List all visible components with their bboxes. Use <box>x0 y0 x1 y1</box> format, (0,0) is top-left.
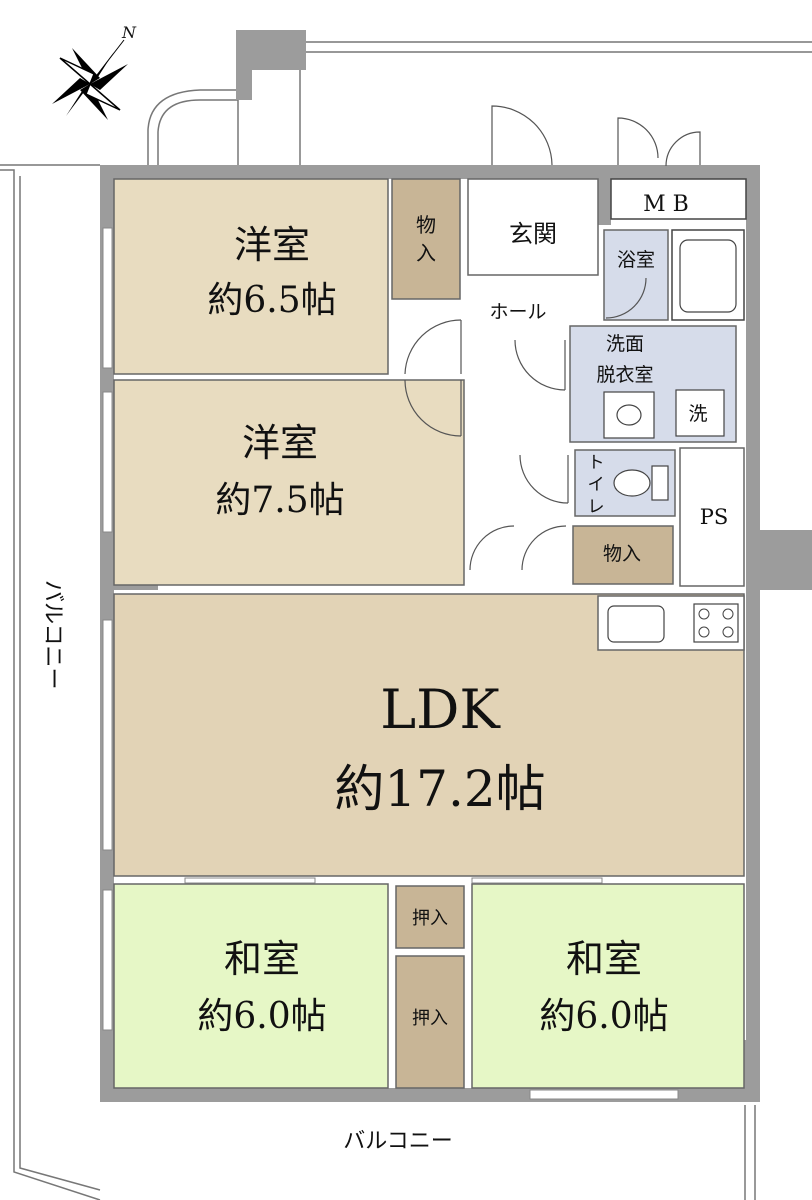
western-room-1-size: 約6.5帖 <box>207 280 336 321</box>
washbasin-bowl <box>616 404 642 426</box>
japanese-room-1 <box>113 883 389 1089</box>
doors <box>404 105 701 571</box>
hall-label: ホール <box>489 301 546 323</box>
entrance-area <box>467 178 599 276</box>
top-wall-stub <box>236 30 306 100</box>
japanese-room-2-size: 約6.0帖 <box>539 996 668 1037</box>
meter-box <box>610 178 747 220</box>
oshiire-lower <box>395 955 465 1089</box>
washbasin <box>603 391 655 439</box>
cooktop-burners <box>698 608 734 638</box>
closet-1-line1: 物 <box>416 213 436 237</box>
western-room-2-size: 約7.5帖 <box>215 480 344 521</box>
western-room-1 <box>113 178 389 375</box>
toilet-bowl <box>613 469 651 497</box>
balcony-left-label: バルコニー <box>40 580 65 690</box>
closet-2-label: 物入 <box>603 543 641 565</box>
toilet-label-1: ト <box>588 453 605 473</box>
toilet-label-2: イ <box>588 475 605 495</box>
western-room-1-name: 洋室 <box>234 223 310 267</box>
oshiire-lower-label: 押入 <box>412 1008 448 1029</box>
left-windows <box>102 227 113 1031</box>
bathroom-label: 浴室 <box>617 249 655 271</box>
western-room-2-name: 洋室 <box>242 421 318 465</box>
kitchen-sink <box>607 605 665 643</box>
bathroom <box>603 229 669 321</box>
meter-box-label: M B <box>643 192 689 217</box>
compass-icon <box>52 39 128 120</box>
entrance-label: 玄関 <box>509 220 557 248</box>
japanese-room-1-size: 約6.0帖 <box>197 996 326 1037</box>
toilet-label-3: レ <box>588 497 605 517</box>
washing-machine-label: 洗 <box>688 403 707 425</box>
balcony-outline <box>0 41 812 1200</box>
japanese-room-2 <box>471 883 745 1089</box>
japanese-room-2-name: 和室 <box>566 937 642 981</box>
western-room-2 <box>113 379 465 586</box>
balcony-bottom-label: バルコニー <box>343 1129 453 1154</box>
closet-1-line2: 入 <box>416 241 436 265</box>
ldk-name: LDK <box>380 678 501 741</box>
oshiire-upper <box>395 885 465 949</box>
compass-north-label: N <box>121 23 137 42</box>
toilet-tank <box>651 465 669 501</box>
washing-machine <box>675 389 725 437</box>
closet-2 <box>572 525 674 585</box>
pipe-space-label: PS <box>700 505 729 529</box>
ldk-size: 約17.2帖 <box>334 760 545 818</box>
japanese-room-1-name: 和室 <box>224 937 300 981</box>
closet-1 <box>391 178 461 300</box>
pipe-space <box>679 447 745 587</box>
oshiire-upper-label: 押入 <box>412 908 448 929</box>
washroom-label-2: 脱衣室 <box>596 364 653 386</box>
bathtub-inner <box>679 239 737 313</box>
washroom-label-1: 洗面 <box>606 333 644 355</box>
inner-windows <box>184 877 679 1100</box>
